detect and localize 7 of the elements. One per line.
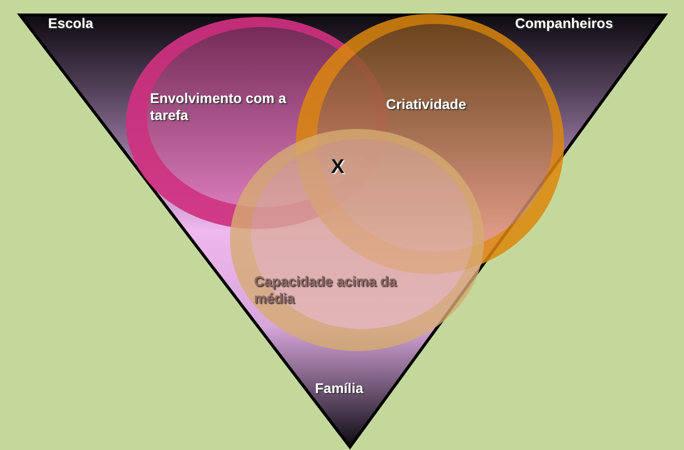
corner-label: Companheiros: [515, 15, 614, 32]
corner-label: Família: [315, 380, 364, 397]
corner-label: Escola: [48, 15, 94, 32]
circle-label: Envolvimento com a tarefa: [150, 90, 288, 124]
intersection-mark: X: [331, 156, 344, 178]
circle-label: Capacidade acima da média: [254, 273, 398, 307]
circle-label: Criatividade: [386, 96, 468, 113]
